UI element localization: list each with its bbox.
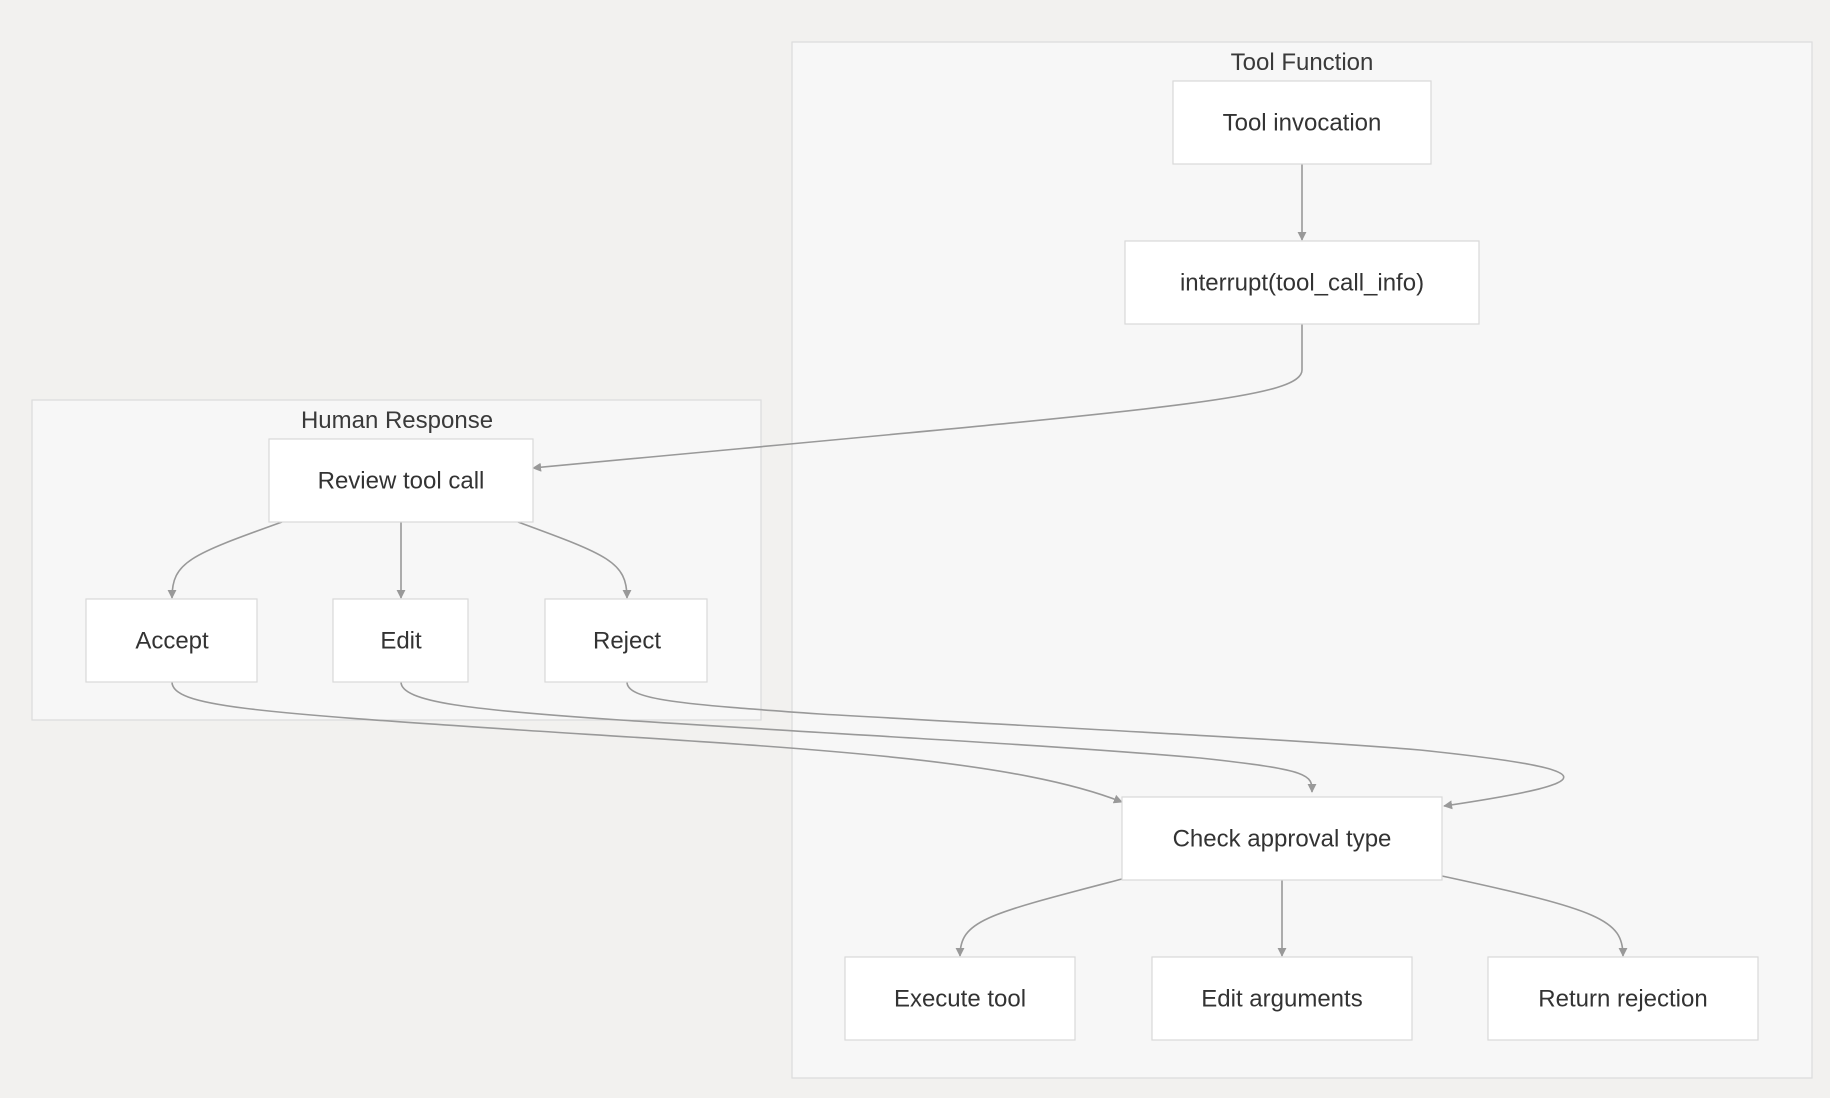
edge-accept-to-check-approval [171, 681, 1123, 804]
edges [167, 164, 1628, 957]
edge-review-to-accept [167, 521, 283, 599]
cluster-human-response-label: Human Response [301, 407, 493, 434]
cluster-tool-function-label: Tool Function [1231, 49, 1374, 76]
node-accept[interactable]: Accept [85, 598, 258, 683]
node-check-approval-type-label: Check approval type [1173, 826, 1392, 853]
edge-interrupt-to-review [532, 324, 1303, 472]
edge-review-to-reject [517, 521, 632, 599]
node-edit[interactable]: Edit [332, 598, 469, 683]
node-interrupt[interactable]: interrupt(tool_call_info) [1124, 240, 1480, 325]
node-tool-invocation-label: Tool invocation [1223, 110, 1382, 137]
node-tool-invocation[interactable]: Tool invocation [1172, 80, 1432, 165]
node-edit-arguments-label: Edit arguments [1201, 986, 1362, 1013]
node-execute-tool-label: Execute tool [894, 986, 1026, 1013]
edge-check-approval-to-return-rejection [1441, 875, 1628, 957]
node-return-rejection-label: Return rejection [1538, 986, 1707, 1013]
node-reject-label: Reject [593, 628, 661, 655]
node-accept-label: Accept [135, 628, 209, 655]
edge-reject-to-check-approval [626, 681, 1565, 810]
node-edit-arguments[interactable]: Edit arguments [1151, 956, 1413, 1041]
node-interrupt-label: interrupt(tool_call_info) [1180, 270, 1424, 297]
node-check-approval-type[interactable]: Check approval type [1121, 796, 1443, 881]
node-return-rejection[interactable]: Return rejection [1487, 956, 1759, 1041]
node-execute-tool[interactable]: Execute tool [844, 956, 1076, 1041]
edge-check-approval-to-execute [955, 878, 1123, 957]
node-review-tool-call-label: Review tool call [318, 468, 485, 495]
edge-edit-to-check-approval [400, 681, 1317, 793]
node-review-tool-call[interactable]: Review tool call [268, 438, 534, 523]
node-reject[interactable]: Reject [544, 598, 708, 683]
node-edit-label: Edit [380, 628, 422, 655]
